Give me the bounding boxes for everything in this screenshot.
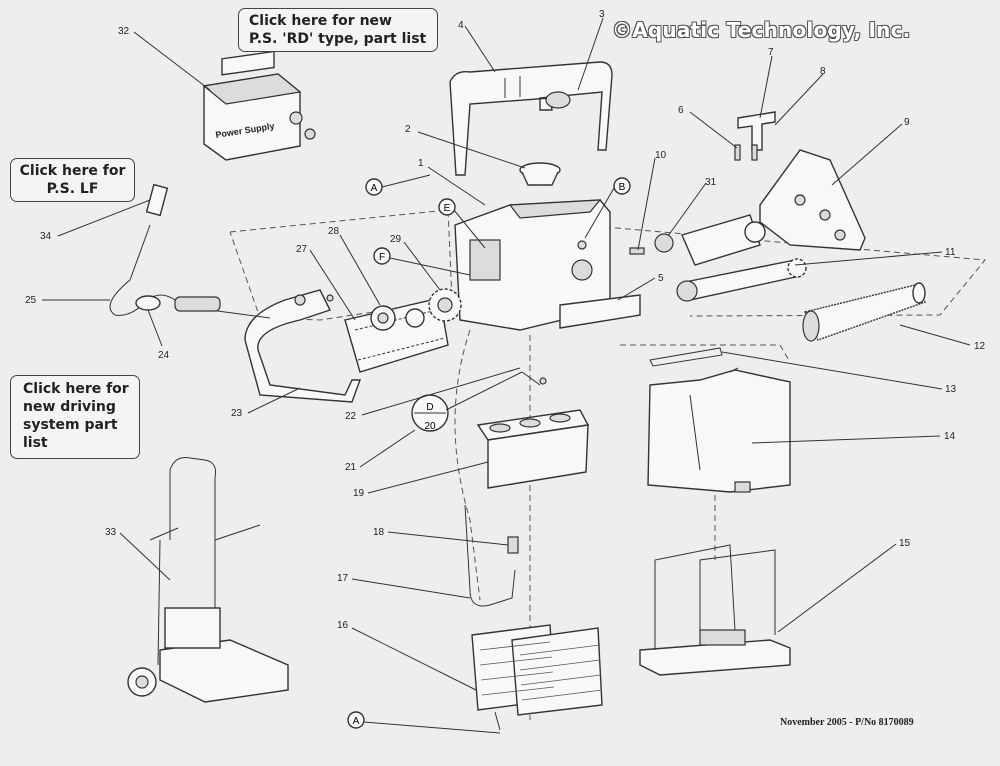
footer-part-number: November 2005 - P/No 8170089: [780, 717, 914, 728]
callout-d: D 20: [411, 394, 449, 432]
part-number-leaders: 1 2 3 4 5 6 7 8 9 10 11 12 13 14 15 16 1: [25, 9, 986, 691]
part-number-4: 4: [458, 20, 464, 31]
part-number-24: 24: [158, 350, 170, 361]
part-17-18-cable: [464, 504, 519, 607]
part-number-17: 17: [337, 573, 349, 584]
part-number-6: 6: [678, 105, 684, 116]
svg-text:20: 20: [424, 421, 436, 432]
part-15-filter-frame: [639, 544, 791, 676]
callout-a-top: A: [365, 174, 431, 196]
part-25-cable: [109, 183, 271, 319]
driving-link-line3: system part: [23, 417, 118, 433]
part-7-8-bracket: [734, 111, 776, 161]
part-number-12: 12: [974, 341, 986, 352]
part-27-28-gears: [370, 288, 462, 331]
svg-text:A: A: [371, 183, 378, 194]
ps-rd-link-line2: P.S. 'RD' type, part list: [249, 31, 427, 47]
part-number-9: 9: [904, 117, 910, 128]
part-9-right-side-plate: [759, 149, 866, 251]
part-number-29: 29: [390, 234, 402, 245]
part-number-27: 27: [296, 244, 308, 255]
part-number-21: 21: [345, 462, 357, 473]
part-19-motor-unit: [476, 409, 590, 489]
part-10-pin: [629, 247, 645, 255]
ps-rd-parts-link[interactable]: Click here for new P.S. 'RD' type, part …: [238, 8, 438, 52]
callout-b: B: [584, 177, 631, 239]
part-number-19: 19: [353, 488, 365, 499]
copyright-text: ©Aquatic Technology, Inc.: [612, 18, 911, 42]
driving-link-line4: list: [23, 435, 48, 451]
callout-f: F: [373, 247, 471, 276]
part-number-34: 34: [40, 231, 52, 242]
part-2-impeller: [519, 162, 561, 186]
callout-markers: A B E F D 20 A: [347, 174, 631, 734]
part-23-side-plate: [244, 289, 361, 403]
svg-text:E: E: [444, 203, 451, 214]
svg-text:D: D: [426, 402, 433, 413]
part-1-main-body: [454, 199, 641, 331]
part-21-20-bits: [521, 371, 547, 386]
part-number-3: 3: [599, 9, 605, 20]
part-number-8: 8: [820, 66, 826, 77]
part-number-18: 18: [373, 527, 385, 538]
ps-lf-link-line2: P.S. LF: [46, 181, 99, 197]
part-32-power-supply[interactable]: Power Supply: [202, 50, 316, 161]
driving-link-line1: Click here for: [23, 381, 129, 397]
part-31-right-track: [654, 214, 766, 266]
part-number-11: 11: [945, 247, 956, 258]
part-4-3-handle: [449, 61, 613, 176]
driving-system-parts-link[interactable]: Click here for new driving system part l…: [10, 375, 140, 459]
part-number-10: 10: [655, 150, 667, 161]
driving-link-line2: new driving: [23, 399, 116, 415]
part-number-5: 5: [658, 273, 664, 284]
part-12-brush: [802, 282, 927, 342]
part-number-2: 2: [405, 124, 411, 135]
ps-rd-link-line1: Click here for new: [249, 13, 392, 29]
part-number-25: 25: [25, 295, 37, 306]
part-number-13: 13: [945, 384, 957, 395]
callout-a-bottom: A: [347, 711, 501, 734]
svg-text:F: F: [379, 252, 385, 263]
part-16-filter-basket: [471, 624, 603, 731]
part-11-roller: [676, 258, 807, 302]
callout-e: E: [438, 198, 486, 249]
part-number-32: 32: [118, 26, 130, 37]
ps-lf-link[interactable]: Click here for P.S. LF: [10, 158, 135, 202]
part-number-14: 14: [944, 431, 956, 442]
part-number-7: 7: [768, 47, 774, 58]
part-number-16: 16: [337, 620, 349, 631]
part-number-15: 15: [899, 538, 911, 549]
svg-text:B: B: [619, 182, 626, 193]
part-33-caddy-cart: [127, 457, 289, 703]
part-number-33: 33: [105, 527, 117, 538]
part-number-28: 28: [328, 226, 340, 237]
part-14-filter-bag: [647, 367, 791, 493]
svg-text:A: A: [353, 716, 360, 727]
part-13-clip: [649, 347, 723, 367]
part-number-1: 1: [418, 158, 424, 169]
part-number-22: 22: [345, 411, 357, 422]
part-number-23: 23: [231, 408, 243, 419]
ps-lf-link-line1: Click here for: [19, 163, 126, 179]
part-number-31: 31: [705, 177, 717, 188]
